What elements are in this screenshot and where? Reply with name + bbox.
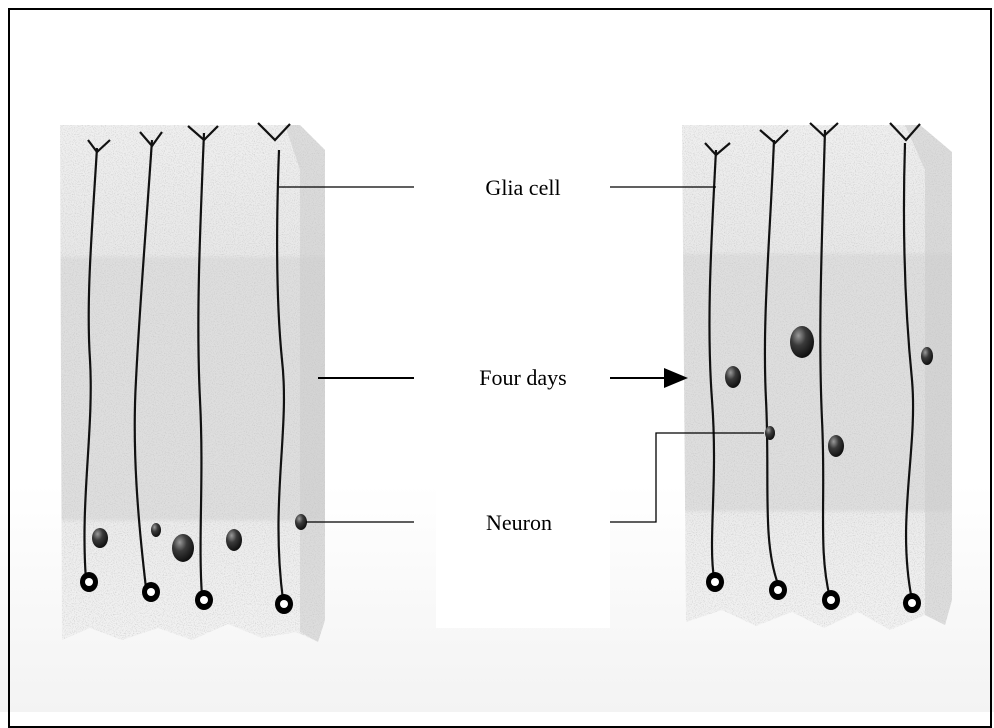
tissue-block-left xyxy=(60,125,325,642)
label-four-days: Four days xyxy=(479,365,566,391)
label-neuron: Neuron xyxy=(486,510,552,536)
diagram-stage: Glia cell Four days Neuron xyxy=(0,0,994,712)
label-glia-cell: Glia cell xyxy=(485,175,560,201)
neuron-migration-figure xyxy=(0,0,994,712)
